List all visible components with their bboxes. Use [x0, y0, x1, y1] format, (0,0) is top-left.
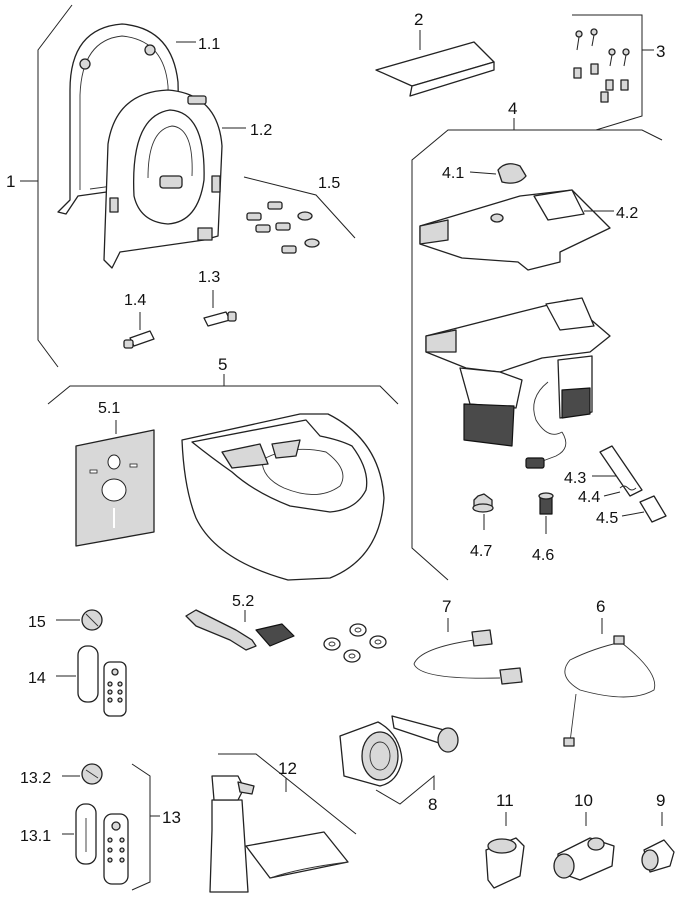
label-1-4: 1.4 — [124, 292, 146, 309]
label-1-1: 1.1 — [198, 36, 220, 53]
label-13-1: 13.1 — [20, 828, 51, 845]
label-4-7: 4.7 — [470, 543, 492, 560]
label-4-4: 4.4 — [578, 489, 600, 506]
part-5-toilet-bowl — [181, 413, 385, 581]
label-1-2: 1.2 — [250, 122, 272, 139]
label-4-5: 4.5 — [596, 510, 618, 527]
label-4-2: 4.2 — [616, 205, 638, 222]
label-12: 12 — [278, 759, 297, 778]
label-4-3: 4.3 — [564, 470, 586, 487]
group-1-bracket — [20, 4, 73, 368]
part-13-1-remote-holder — [62, 803, 129, 885]
group-13-bracket — [131, 763, 160, 891]
part-10-tee-fitting — [553, 812, 615, 881]
label-8: 8 — [428, 795, 437, 814]
group-4-bracket — [411, 118, 663, 581]
label-4-1: 4.1 — [442, 165, 464, 182]
part-13-2-button — [62, 763, 103, 785]
part-1-3-pin — [203, 290, 237, 327]
label-1-3: 1.3 — [198, 269, 220, 286]
label-1: 1 — [6, 172, 15, 191]
part-washers-nuts — [323, 623, 387, 663]
label-13: 13 — [162, 808, 181, 827]
label-14: 14 — [28, 670, 46, 687]
label-11: 11 — [496, 791, 514, 810]
group-5-bracket — [47, 374, 399, 405]
label-7: 7 — [442, 597, 451, 616]
part-1-2-seat — [103, 89, 223, 269]
part-14-remote-set — [56, 645, 127, 717]
label-13-2: 13.2 — [20, 770, 51, 787]
part-1-5-small-parts — [243, 176, 356, 254]
part-4-main-unit — [425, 297, 611, 469]
part-4-2-upper-cover — [419, 189, 614, 271]
label-1-5: 1.5 — [318, 175, 340, 192]
part-4-6-filter — [538, 492, 554, 534]
part-15-button — [56, 609, 103, 631]
part-8-pipe-connectors — [339, 715, 459, 805]
part-3-screws — [572, 14, 654, 131]
part-5-1-template — [75, 420, 155, 547]
part-7-hose — [413, 618, 523, 685]
part-11-fitting — [485, 812, 525, 889]
part-9-adapter — [641, 812, 675, 873]
part-4-5-cartridge — [621, 495, 667, 523]
label-4-6: 4.6 — [532, 547, 554, 564]
label-5-2: 5.2 — [232, 593, 254, 610]
label-9: 9 — [656, 791, 665, 810]
part-5-2-lever — [185, 609, 295, 651]
part-1-4-pin — [123, 312, 155, 349]
part-12-cleaner-kit — [209, 753, 357, 893]
part-4-4-spring — [603, 485, 637, 497]
label-5-1: 5.1 — [98, 400, 120, 417]
label-2: 2 — [414, 10, 423, 29]
part-4-7-valve — [472, 493, 494, 530]
label-4: 4 — [508, 99, 517, 118]
label-15: 15 — [28, 614, 46, 631]
part-6-cable — [563, 618, 656, 747]
label-5: 5 — [218, 355, 227, 374]
label-6: 6 — [596, 597, 605, 616]
part-4-1-cap — [469, 163, 527, 184]
part-2-cover-plate — [375, 30, 495, 97]
label-10: 10 — [574, 791, 593, 810]
part-4-3-tube — [592, 445, 643, 497]
label-3: 3 — [656, 42, 665, 61]
